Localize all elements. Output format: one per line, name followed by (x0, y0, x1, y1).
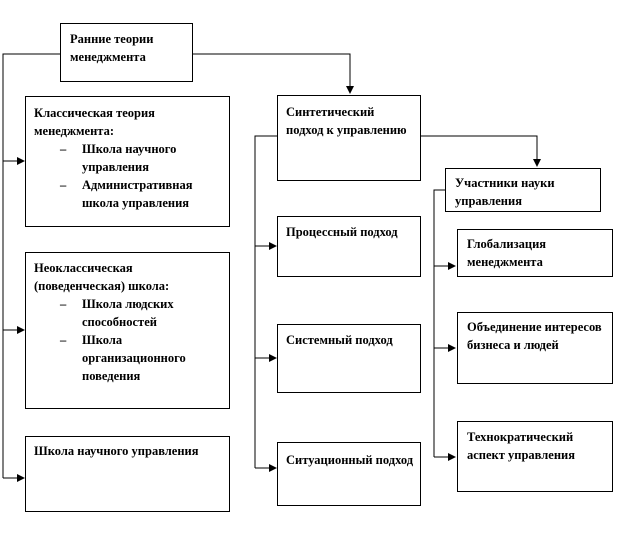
neoclassical-list: –Школа людских способностей –Школа орган… (34, 295, 223, 385)
process-approach-box: Процессный подход (277, 216, 421, 277)
system-approach-label: Системный подход (286, 333, 393, 347)
technocratic-aspect-label: Технократический аспект управления (467, 430, 575, 462)
synthetic-approach-label: Синтетический подход к управлению (286, 105, 407, 137)
scientific-management-box: Школа научного управления (25, 436, 230, 512)
technocratic-aspect-box: Технократический аспект управления (457, 421, 613, 492)
dash-bullet: – (60, 142, 67, 156)
business-people-union-box: Объединение интересов бизнеса и людей (457, 312, 613, 384)
classical-theory-heading: Классическая теория менеджмента: (34, 106, 155, 138)
classical-item: –Административная школа управления (60, 178, 193, 210)
classical-theory-list: –Школа научного управления –Администрати… (34, 140, 223, 212)
dash-bullet: – (60, 297, 67, 311)
arrow-to-participants (421, 135, 541, 167)
neoclassical-item: –Школа людских способностей (60, 297, 174, 329)
situational-approach-label: Ситуационный подход (286, 453, 414, 467)
participants-label: Участники науки управления (455, 176, 555, 208)
system-approach-box: Системный подход (277, 324, 421, 393)
process-approach-label: Процессный подход (286, 225, 398, 239)
classical-theory-box: Классическая теория менеджмента: –Школа … (25, 96, 230, 227)
early-theories-box: Ранние теории менеджмента (60, 23, 193, 82)
middle-spine-line (254, 135, 277, 468)
synthetic-approach-box: Синтетический подход к управлению (277, 95, 421, 181)
right-spine-line (433, 189, 445, 457)
neoclassical-school-box: Неоклассическая (поведенческая) школа: –… (25, 252, 230, 409)
dash-bullet: – (60, 333, 67, 347)
left-spine-line (2, 53, 60, 478)
scientific-management-label: Школа научного управления (34, 444, 199, 458)
business-people-union-label: Объединение интересов бизнеса и людей (467, 320, 602, 352)
early-theories-label: Ранние теории менеджмента (70, 32, 154, 64)
dash-bullet: – (60, 178, 67, 192)
neoclassical-item: –Школа организационного поведения (60, 333, 186, 383)
neoclassical-heading: Неоклассическая (поведенческая) школа: (34, 261, 170, 293)
situational-approach-box: Ситуационный подход (277, 442, 421, 506)
globalization-box: Глобализация менеджмента (457, 229, 613, 277)
classical-item: –Школа научного управления (60, 142, 177, 174)
participants-box: Участники науки управления (445, 168, 601, 212)
arrow-to-synthetic (193, 53, 354, 94)
globalization-label: Глобализация менеджмента (467, 237, 547, 269)
